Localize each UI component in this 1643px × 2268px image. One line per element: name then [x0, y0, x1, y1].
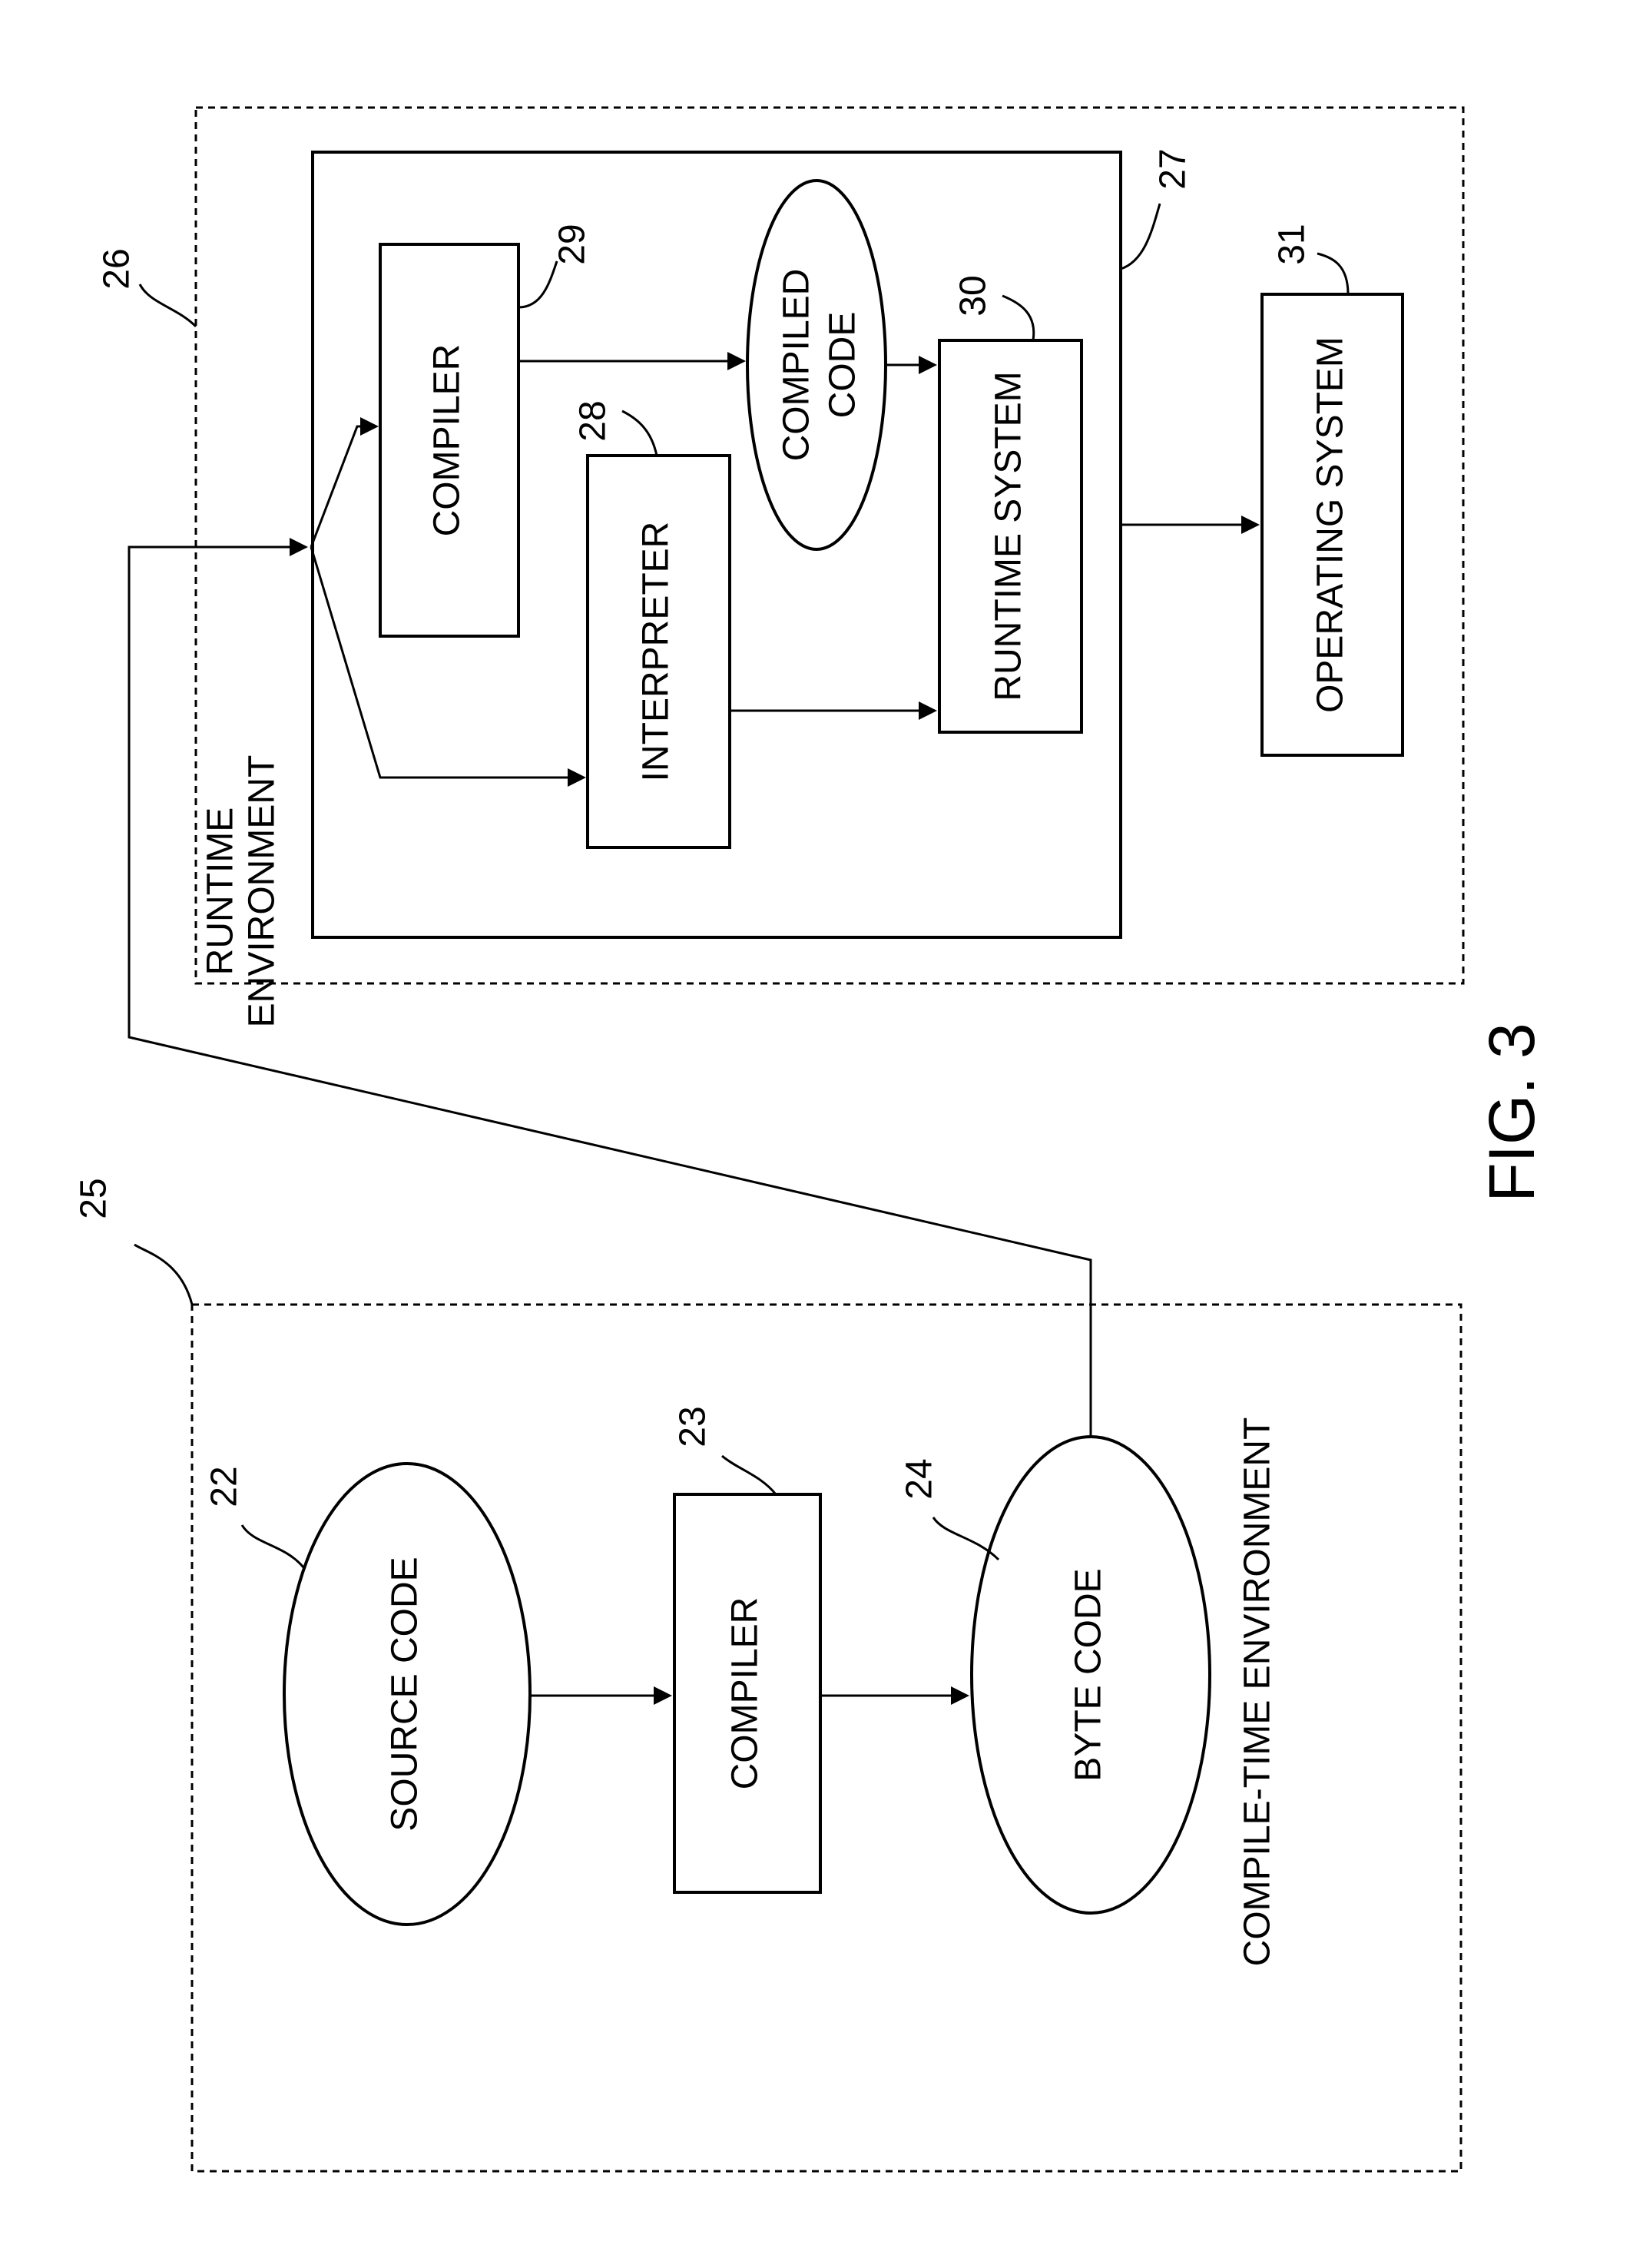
- runtime-compiler-label: COMPILER: [427, 344, 468, 537]
- compiled-code-label-line1: COMPILED: [777, 269, 817, 462]
- runtime-label-line1: RUNTIME: [200, 807, 241, 976]
- interpreter-label: INTERPRETER: [636, 522, 677, 782]
- ref-29: 29: [552, 224, 593, 264]
- arrow-branch-to-compiler: [311, 426, 376, 547]
- ref-26: 26: [97, 248, 137, 289]
- ref-27: 27: [1153, 148, 1194, 189]
- figure-label: FIG. 3: [1476, 1023, 1548, 1202]
- runtime-label-line2: ENVIRONMENT: [242, 755, 283, 1028]
- ref-22: 22: [204, 1466, 245, 1507]
- ref-28: 28: [573, 400, 614, 441]
- compile-time-environment-label: COMPILE-TIME ENVIRONMENT: [1237, 1418, 1278, 1967]
- ref-25: 25: [74, 1178, 114, 1219]
- compile-time-compiler-label: COMPILER: [725, 1597, 766, 1790]
- operating-system-label: OPERATING SYSTEM: [1310, 337, 1351, 713]
- byte-code-label: BYTE CODE: [1068, 1568, 1109, 1781]
- ref-30: 30: [953, 275, 994, 316]
- runtime-system-label: RUNTIME SYSTEM: [989, 371, 1029, 701]
- ref-24: 24: [899, 1458, 940, 1499]
- source-code-label: SOURCE CODE: [385, 1557, 426, 1831]
- ref-31: 31: [1272, 224, 1313, 264]
- compiled-code-label-line2: CODE: [823, 312, 863, 419]
- ref-23: 23: [673, 1406, 714, 1447]
